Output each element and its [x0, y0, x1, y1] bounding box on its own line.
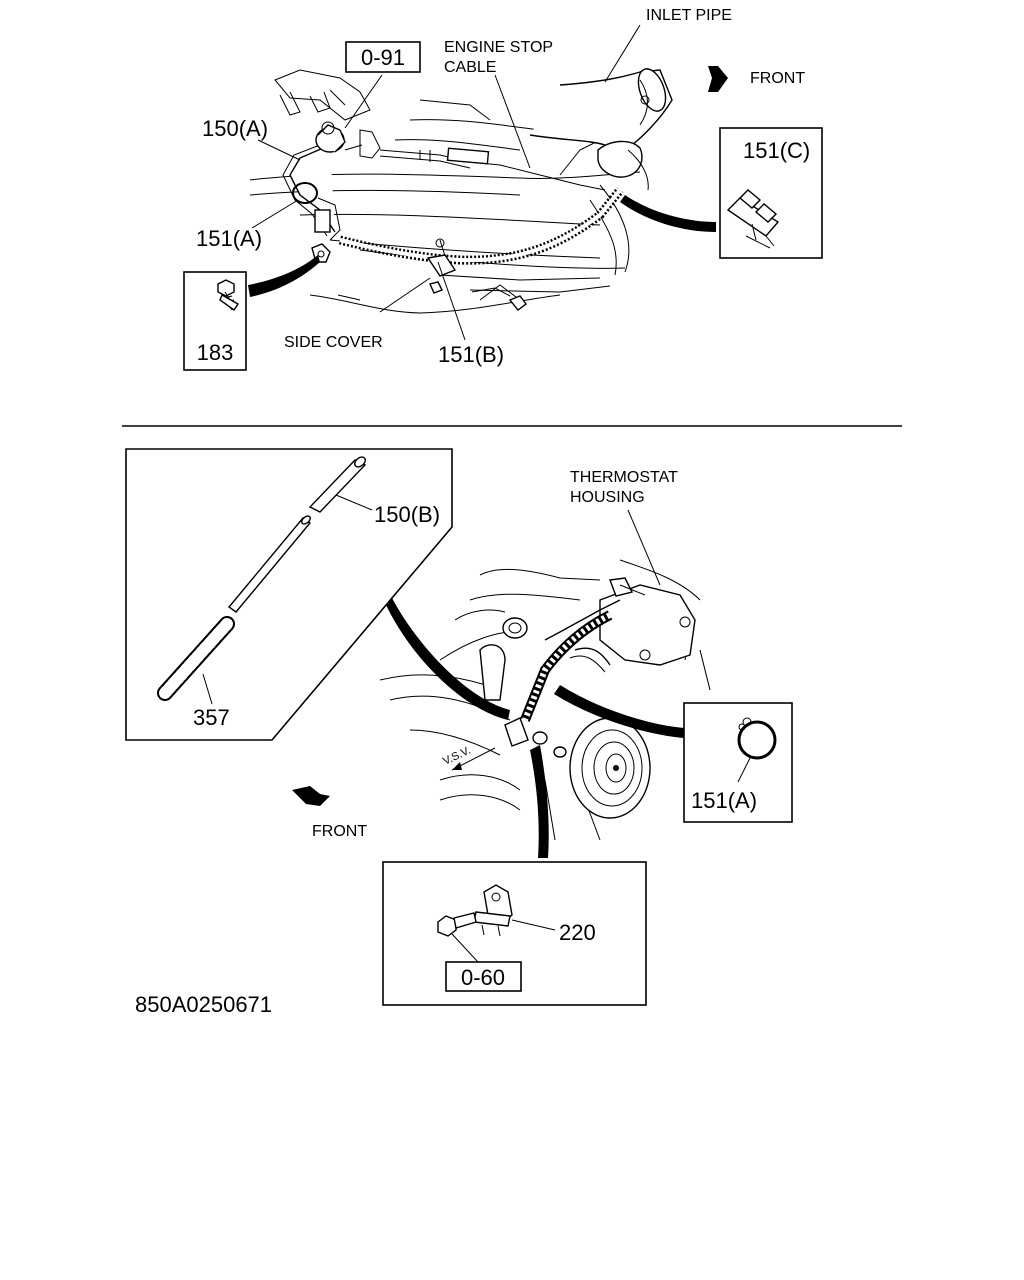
part-183-label: 183: [197, 340, 234, 365]
vsv-label: V.S.V.: [441, 745, 473, 768]
part-151a-label-bottom: 151(A): [691, 788, 757, 813]
side-cover-bolts: [429, 281, 527, 311]
part-150a-label: 150(A): [202, 116, 268, 141]
front-arrow-top: FRONT: [708, 66, 805, 92]
thermostat-label: THERMOSTAT: [570, 469, 678, 486]
bolt-icon-bottom: [437, 912, 477, 937]
part-151b-label: 151(B): [438, 342, 504, 367]
ring-clamp-icon: [737, 717, 777, 760]
engine-stop-label: ENGINE STOP: [444, 39, 553, 56]
front-arrow-bottom: FRONT: [292, 786, 367, 840]
top-engine-body: [249, 69, 641, 301]
torque-box-0-91: [345, 41, 421, 73]
top-bracket: [344, 129, 381, 159]
bottom-hoses: [520, 599, 621, 722]
torque-box-0-60: [445, 961, 522, 992]
cable-label: CABLE: [444, 59, 496, 76]
callout-wedge-151c: [620, 195, 716, 232]
vacuum-pipe-150a: [282, 121, 346, 237]
figure-code: 850A0250671: [135, 992, 272, 1017]
callout-wedge-183: [248, 255, 320, 297]
bolt-icon: [217, 279, 240, 311]
bracket-151b: [426, 238, 457, 277]
callout-wedge-220: [530, 745, 549, 858]
inset-183: 183: [183, 271, 247, 371]
engine-stop-cable: [379, 147, 606, 191]
inlet-pipe-label: INLET PIPE: [646, 7, 732, 24]
top-view: 0-91 INLET PIPE FRONT ENGINE STOP CABLE …: [183, 7, 823, 371]
inset-150b-357: 150(B) 357: [125, 448, 453, 741]
part-357-label: 357: [193, 705, 230, 730]
thermostat-leader: [627, 509, 661, 586]
part-151a-label-top: 151(A): [196, 226, 262, 251]
clip-icon: [726, 189, 780, 249]
inset-151a-bottom: 151(A): [683, 702, 793, 823]
part-220-label: 220: [559, 920, 596, 945]
bottom-view: 150(B) 357: [125, 448, 793, 1006]
clamp-151a-top: [292, 182, 341, 241]
torque-label-0-91: 0-91: [361, 45, 405, 70]
part-151c-label: 151(C): [743, 138, 810, 163]
housing-label: HOUSING: [570, 489, 645, 506]
inset-220: 220 0-60: [382, 861, 647, 1006]
pulley: [569, 717, 651, 819]
side-cover-label: SIDE COVER: [284, 334, 383, 351]
pipe-150b: [227, 456, 367, 613]
callout-wedge-vsv: [386, 598, 510, 720]
bottom-fittings: [479, 617, 567, 758]
torque-label-0-60: 0-60: [461, 965, 505, 990]
inset-151c: 151(C): [719, 127, 823, 259]
inlet-pipe: [529, 68, 673, 191]
front-label-top: FRONT: [750, 70, 805, 87]
front-label-bottom: FRONT: [312, 823, 367, 840]
corrugated-tube-357: [157, 616, 235, 701]
part-150b-label: 150(B): [374, 502, 440, 527]
callout-wedge-151a: [554, 685, 684, 738]
top-corrugated-hose: [338, 187, 624, 265]
thermostat-housing: [599, 577, 696, 666]
